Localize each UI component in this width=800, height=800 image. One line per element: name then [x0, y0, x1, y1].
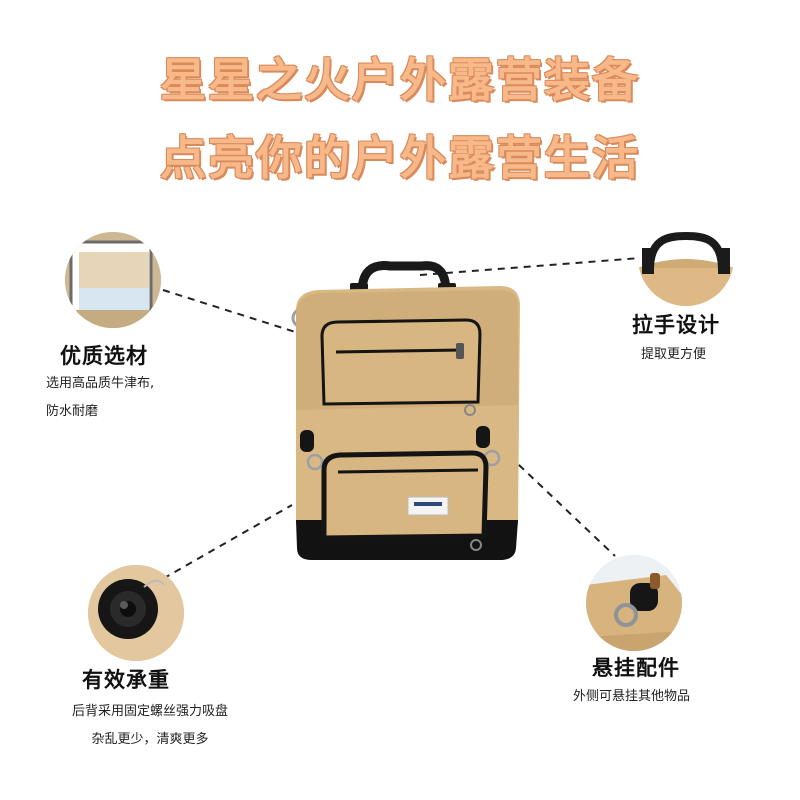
- feature-title-handle: 拉手设计: [632, 313, 720, 337]
- feature-desc-accessory: 外侧可悬挂其他物品: [573, 689, 691, 704]
- feature-title-accessory: 悬挂配件: [592, 656, 680, 680]
- connector-load: [151, 504, 293, 586]
- feature-title-load: 有效承重: [82, 668, 170, 692]
- feature-desc-load-line1: 后背采用固定螺丝强力吸盘: [71, 704, 228, 719]
- feature-desc-material-line1: 选用高品质牛津布,: [46, 376, 155, 391]
- feature-desc-handle: 提取更方便: [641, 347, 707, 362]
- material-detail-photo: [65, 232, 161, 328]
- lower-pocket: [321, 450, 489, 541]
- connector-accessory: [499, 446, 616, 557]
- handle-detail-photo: [638, 210, 734, 306]
- headline-line-1: 星星之火户外露营装备: [160, 53, 640, 107]
- feature-title-material: 优质选材: [60, 344, 148, 368]
- feature-desc-load-line2: 杂乱更少，清爽更多: [91, 732, 209, 747]
- upper-pocket: [320, 318, 482, 406]
- suction-cup-photo: [88, 565, 184, 661]
- feature-desc-load: 后背采用固定螺丝强力吸盘 杂乱更少，清爽更多: [40, 698, 260, 754]
- headline-line-2: 点亮你的户外露营生活: [160, 131, 640, 185]
- hanging-accessory-photo: [586, 555, 682, 651]
- feature-desc-material-line2: 防水耐磨: [46, 404, 99, 419]
- bag-handle: [357, 261, 451, 297]
- connector-handle: [419, 257, 641, 276]
- feature-desc-material: 选用高品质牛津布, 防水耐磨: [46, 370, 206, 426]
